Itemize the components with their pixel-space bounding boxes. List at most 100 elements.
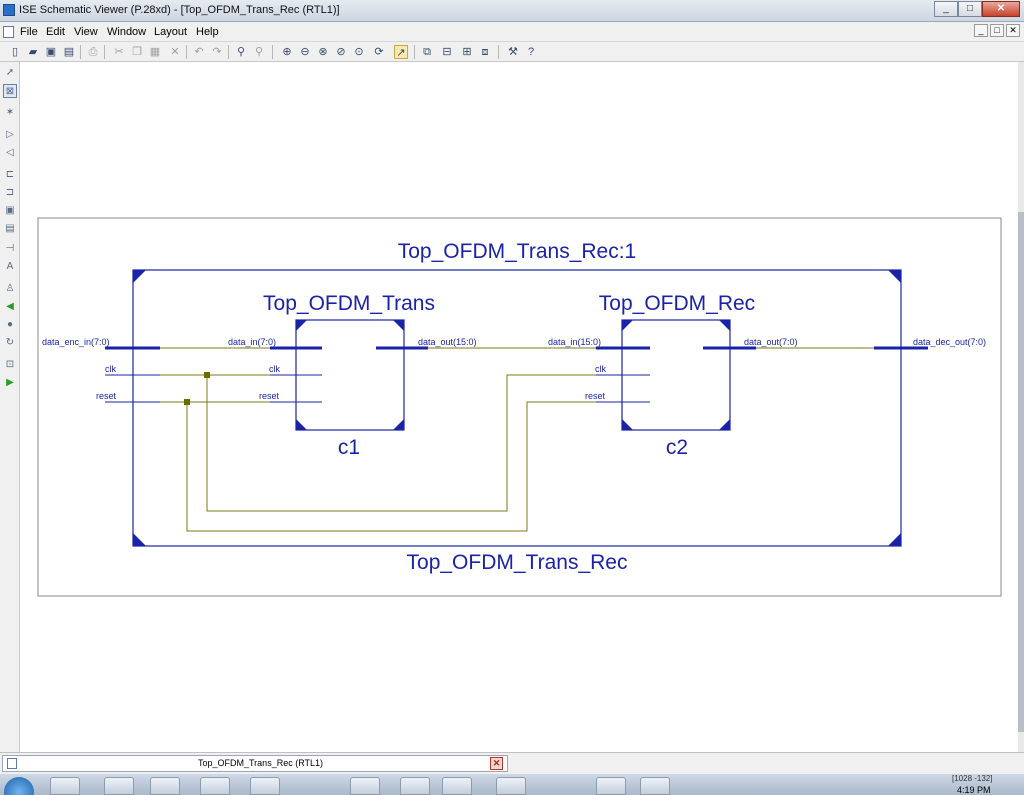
block-c2[interactable]: Top_OFDM_Rec data_in(15:0) clk reset dat… bbox=[548, 292, 798, 459]
taskbar-excel-icon[interactable] bbox=[350, 777, 380, 795]
print-icon[interactable]: ⎙ bbox=[88, 46, 98, 58]
block-c2-module: Top_OFDM_Rec bbox=[599, 292, 755, 315]
app-icon bbox=[3, 4, 15, 16]
taskbar-skype-icon[interactable] bbox=[442, 777, 472, 795]
find-icon[interactable]: ⚲ bbox=[236, 46, 246, 58]
vertical-scrollbar[interactable] bbox=[1018, 62, 1024, 752]
corner-marker bbox=[888, 533, 901, 546]
wire-clk-c2 bbox=[206, 374, 650, 512]
paste-icon[interactable]: ▦ bbox=[149, 46, 161, 58]
taskbar-ise-icon[interactable] bbox=[400, 777, 430, 795]
maximize-button[interactable]: □ bbox=[958, 1, 982, 17]
find-next-icon[interactable]: ⚲ bbox=[254, 46, 264, 58]
redo-icon[interactable]: ↷ bbox=[212, 46, 222, 58]
cut-icon[interactable]: ✂ bbox=[114, 46, 124, 58]
copy-icon[interactable]: ❐ bbox=[132, 46, 142, 58]
taskbar-word-icon[interactable] bbox=[596, 777, 626, 795]
scrollbar-thumb[interactable] bbox=[1018, 212, 1024, 732]
net-icon[interactable]: ▤ bbox=[5, 223, 15, 234]
window-title: ISE Schematic Viewer (P.28xd) - [Top_OFD… bbox=[19, 4, 340, 16]
mdi-restore-button[interactable]: □ bbox=[990, 24, 1004, 37]
forward-icon[interactable]: ▷ bbox=[6, 129, 14, 140]
mdi-close-button[interactable]: ✕ bbox=[1006, 24, 1020, 37]
new-icon[interactable]: ▯ bbox=[11, 46, 19, 58]
taskbar-paint-icon[interactable] bbox=[640, 777, 670, 795]
document-tab-bar: Top_OFDM_Trans_Rec (RTL1) ✕ bbox=[0, 752, 1024, 774]
schematic-doc-icon bbox=[7, 758, 17, 769]
schematic-view-icon[interactable]: ⊠ bbox=[3, 84, 17, 98]
status-coordinates: [1028 -132] bbox=[952, 774, 993, 783]
block-c2-instance: c2 bbox=[666, 436, 688, 459]
zoom-in-icon[interactable]: ⊕ bbox=[282, 46, 292, 58]
document-tab[interactable]: Top_OFDM_Trans_Rec (RTL1) ✕ bbox=[2, 755, 508, 772]
taskbar-whatsapp-icon[interactable] bbox=[200, 777, 230, 795]
hierarchy-icon[interactable]: ⊏ bbox=[5, 169, 15, 180]
block-c1-module: Top_OFDM_Trans bbox=[263, 292, 435, 315]
back-icon[interactable]: ◁ bbox=[6, 147, 14, 158]
minimize-button[interactable]: _ bbox=[934, 1, 958, 17]
add-element-icon[interactable]: ✶ bbox=[5, 107, 15, 118]
c2-pin-reset: reset bbox=[585, 391, 606, 401]
zoom-area-icon[interactable]: ⊘ bbox=[336, 46, 346, 58]
arrange-icon[interactable]: ⧈ bbox=[481, 46, 489, 58]
text-icon[interactable]: A bbox=[6, 261, 14, 272]
sheet-border bbox=[37, 217, 1002, 597]
tile-v-icon[interactable]: ⊞ bbox=[462, 46, 472, 58]
zoom-select-icon[interactable]: ⊙ bbox=[354, 46, 364, 58]
highlight-icon[interactable]: ↗ bbox=[394, 45, 408, 59]
expand-icon[interactable]: ⊐ bbox=[5, 187, 15, 198]
properties-icon[interactable]: ⊡ bbox=[5, 359, 15, 370]
menu-file[interactable]: File bbox=[20, 26, 38, 38]
document-tab-label: Top_OFDM_Trans_Rec (RTL1) bbox=[198, 758, 324, 768]
zoom-full-icon[interactable]: ⊗ bbox=[318, 46, 328, 58]
menu-window[interactable]: Window bbox=[107, 26, 147, 38]
document-icon[interactable] bbox=[3, 26, 14, 38]
taskbar-explorer-icon[interactable] bbox=[50, 777, 80, 795]
collapse-icon[interactable]: ▣ bbox=[5, 205, 15, 216]
taskbar bbox=[0, 774, 1024, 795]
tab-close-icon[interactable]: ✕ bbox=[490, 757, 503, 770]
zoom-out-icon[interactable]: ⊖ bbox=[300, 46, 310, 58]
delete-icon[interactable]: ✕ bbox=[170, 46, 180, 58]
corner-marker bbox=[133, 270, 146, 283]
help-icon[interactable]: ? bbox=[527, 46, 535, 58]
menu-help[interactable]: Help bbox=[196, 26, 219, 38]
go-back-icon[interactable]: ◀ bbox=[6, 301, 14, 312]
cascade-icon[interactable]: ⧉ bbox=[423, 46, 431, 58]
c1-pin-clk: clk bbox=[269, 364, 280, 374]
block-c1[interactable]: Top_OFDM_Trans data_in(7:0) clk reset da… bbox=[228, 292, 477, 459]
taskbar-chrome-icon[interactable] bbox=[150, 777, 180, 795]
port-clk: clk bbox=[105, 364, 116, 374]
mdi-controls: _ □ ✕ bbox=[974, 24, 1020, 37]
person-icon[interactable]: ♙ bbox=[5, 283, 15, 294]
schematic-canvas[interactable]: Top_OFDM_Trans_Rec:1 Top_OFDM_Trans_Rec … bbox=[21, 62, 1018, 752]
start-button-icon[interactable] bbox=[4, 777, 34, 795]
settings-icon[interactable]: ⚒ bbox=[508, 46, 518, 58]
menu-view[interactable]: View bbox=[74, 26, 98, 38]
save-icon[interactable]: ▣ bbox=[45, 46, 57, 58]
undo-icon[interactable]: ↶ bbox=[194, 46, 204, 58]
top-module-label: Top_OFDM_Trans_Rec bbox=[407, 551, 628, 574]
taskbar-folder-icon[interactable] bbox=[250, 777, 280, 795]
refresh-icon[interactable]: ⟳ bbox=[374, 46, 384, 58]
tile-h-icon[interactable]: ⊟ bbox=[442, 46, 452, 58]
mdi-minimize-button[interactable]: _ bbox=[974, 24, 988, 37]
top-instance-label: Top_OFDM_Trans_Rec:1 bbox=[398, 240, 636, 263]
top-ports bbox=[105, 346, 928, 403]
menu-layout[interactable]: Layout bbox=[154, 26, 188, 38]
select-icon[interactable]: ➚ bbox=[5, 67, 15, 78]
wires bbox=[160, 347, 876, 532]
c1-pin-data-out: data_out(15:0) bbox=[418, 337, 477, 347]
export-icon[interactable]: ▶ bbox=[6, 377, 14, 388]
taskbar-app-icon[interactable] bbox=[496, 777, 526, 795]
taskbar-opera-icon[interactable] bbox=[104, 777, 134, 795]
pin-icon[interactable]: ⊣ bbox=[5, 243, 15, 254]
close-button[interactable]: ✕ bbox=[982, 1, 1020, 17]
stop-icon[interactable]: ● bbox=[6, 319, 14, 330]
reload-icon[interactable]: ↻ bbox=[5, 337, 15, 348]
save-all-icon[interactable]: ▤ bbox=[63, 46, 75, 58]
menu-bar: File Edit View Window Layout Help _ □ ✕ bbox=[0, 22, 1024, 42]
menu-edit[interactable]: Edit bbox=[46, 26, 65, 38]
system-clock: 4:19 PM bbox=[957, 785, 991, 795]
open-icon[interactable]: ▰ bbox=[28, 46, 38, 58]
